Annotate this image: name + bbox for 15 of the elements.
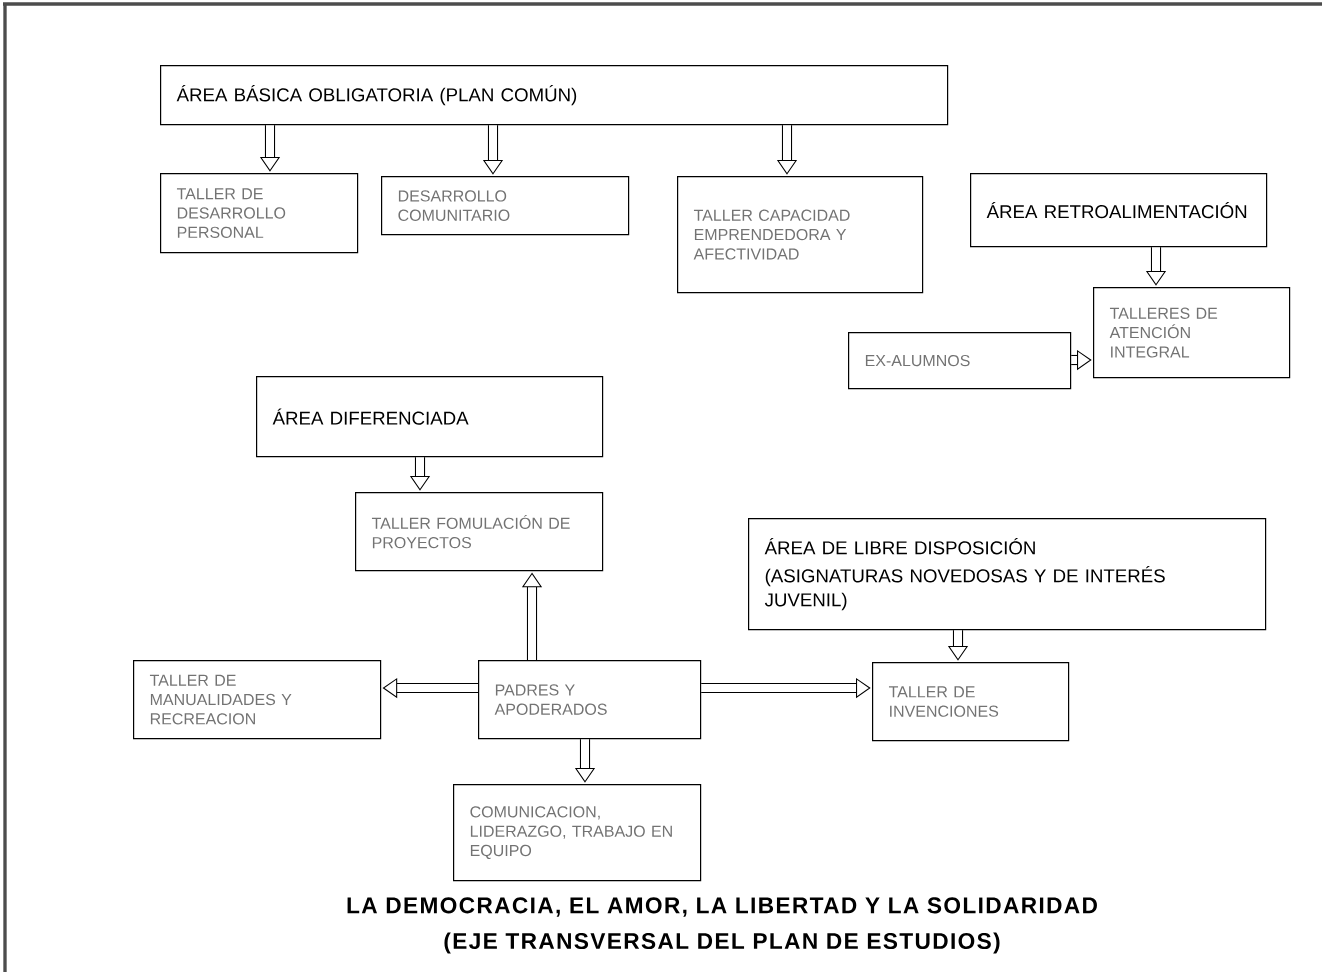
workshop-box: PADRES Y APODERADOS (478, 660, 702, 740)
workshop-box: COMUNICACION, LIDERAZGO, TRABAJO EN EQUIPO (453, 784, 702, 882)
workshop-box: TALLERES DE ATENCIÓN INTEGRAL (1093, 287, 1291, 379)
workshop-box: TALLER CAPACIDAD EMPRENDEDORA Y AFECTIVIDAD (677, 176, 924, 294)
workshop-box: EX-ALUMNOS (848, 332, 1072, 390)
workshop-box: TALLER DE MANUALIDADES Y RECREACION (133, 660, 382, 740)
workshop-box: TALLER FOMULACIÓN DE PROYECTOS (355, 492, 604, 572)
heading: (EJE TRANSVERSAL DEL PLAN DE ESTUDIOS) (444, 932, 1000, 954)
workshop-box: TALLER DE DESARROLLO PERSONAL (160, 173, 359, 254)
area-box: ÁREA RETROALIMENTACIÓN (970, 173, 1268, 248)
area-box: ÁREA BÁSICA OBLIGATORIA (PLAN COMÚN) (160, 65, 949, 126)
area-box: ÁREA DIFERENCIADA (256, 376, 604, 458)
area-box: ÁREA DE LIBRE DISPOSICIÓN (ASIGNATURAS NOVEDOSAS Y DE INTERÉS JUVENIL) (748, 518, 1267, 631)
workshop-box: DESARROLLO COMUNITARIO (381, 176, 630, 236)
workshop-box: TALLER DE INVENCIONES (872, 662, 1070, 742)
